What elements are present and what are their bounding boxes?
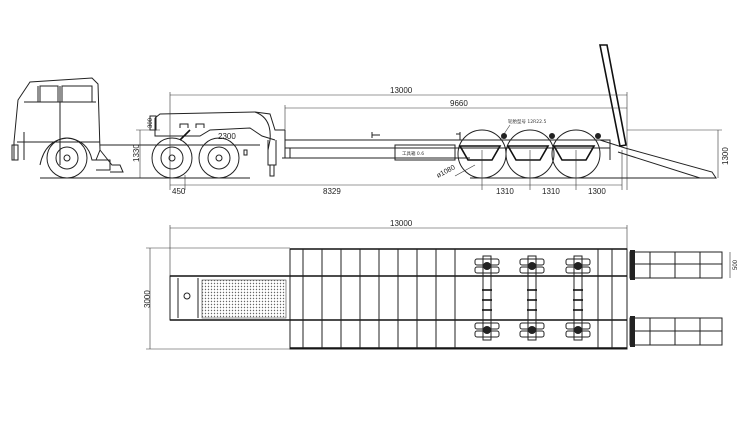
axle-assembly xyxy=(519,255,545,341)
suspension xyxy=(506,145,550,161)
tractor-front-wheel xyxy=(46,137,88,179)
ramp-plan-upper xyxy=(629,250,723,280)
dim-gooseneck-step: 300 xyxy=(148,117,154,128)
suspension-hanger xyxy=(501,133,507,139)
tractor-truck xyxy=(11,77,260,179)
kingpin xyxy=(183,292,191,300)
plan-view: 13000 3000 xyxy=(143,219,739,350)
plan-dim-ramp-width: 500 xyxy=(733,259,739,270)
plan-dim-width: 3000 xyxy=(143,290,152,308)
dim-ramp-height: 1300 xyxy=(721,147,730,165)
ramp-plan-lower xyxy=(629,316,723,347)
dim-kingpin-axle: 2300 xyxy=(218,132,236,141)
raised-ramp xyxy=(599,44,627,147)
dim-rear-overhang: 1300 xyxy=(588,187,606,196)
dim-gooseneck-height: 1330 xyxy=(132,144,141,162)
toolbox xyxy=(394,144,456,161)
dim-deck-length: 9660 xyxy=(450,99,468,108)
suspension-hanger xyxy=(595,133,601,139)
toolbox-note: 工具箱 0.6 xyxy=(402,150,424,157)
dim-axle-spacing-2: 1310 xyxy=(542,187,560,196)
gooseneck xyxy=(149,111,285,177)
gooseneck-plate xyxy=(201,279,287,319)
plan-dim-overall-length: 13000 xyxy=(390,219,413,228)
dim-axle-spacing-1: 1310 xyxy=(496,187,514,196)
suspension-hanger xyxy=(549,133,555,139)
side-dimensions: 13000 9660 2300 1330 300 450 8329 1310 1… xyxy=(132,86,730,196)
trailer-deck: 工具箱 0.6 轮胎型号 12R22.5 xyxy=(282,44,717,179)
tire-spec-note: 轮胎型号 12R22.5 xyxy=(508,118,546,125)
tractor-rear-wheel xyxy=(151,137,193,179)
axle-assembly xyxy=(474,255,500,341)
dim-kingpin-rear-axle: 8329 xyxy=(323,187,341,196)
suspension xyxy=(458,145,502,161)
suspension xyxy=(552,145,596,161)
axle-assembly xyxy=(565,255,591,341)
tractor-rear-wheel xyxy=(198,137,240,179)
side-view: 工具箱 0.6 轮胎型号 12R22.5 13000 9660 2300 133… xyxy=(11,44,730,196)
dim-wheel-diameter: ø1080 xyxy=(436,164,457,180)
dim-overall-length: 13000 xyxy=(390,86,413,95)
dim-front-overhang: 450 xyxy=(172,187,186,196)
